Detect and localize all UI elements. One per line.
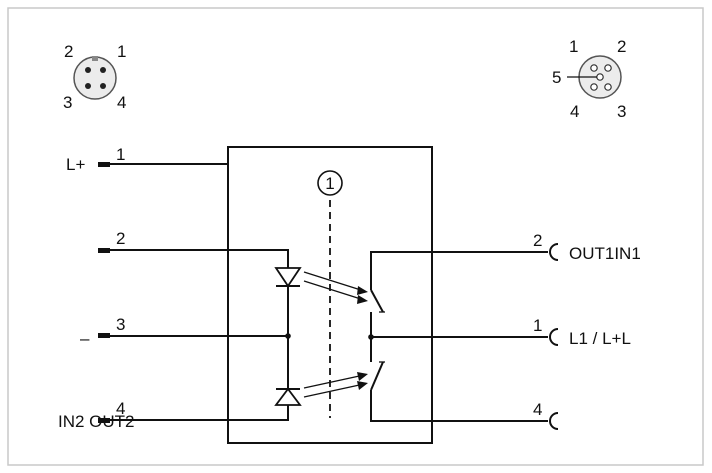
terminal-socket-icon bbox=[549, 243, 559, 261]
left-pin-number: 4 bbox=[116, 399, 125, 418]
signal-label-l1: L1 / L+L bbox=[569, 329, 631, 348]
connector-left-pin-label: 3 bbox=[63, 93, 72, 112]
connector-left-pin-label: 4 bbox=[117, 93, 126, 112]
connector-right-pin-label: 4 bbox=[570, 102, 579, 121]
right-pin-number: 1 bbox=[533, 316, 542, 335]
left-pin-number: 3 bbox=[116, 315, 125, 334]
terminal-socket-icon bbox=[549, 412, 559, 430]
connector-right-pin-label: 3 bbox=[617, 102, 626, 121]
switch-bottom-icon bbox=[370, 361, 384, 391]
callout-number: 1 bbox=[325, 174, 334, 193]
connector-left-pin-label: 2 bbox=[64, 42, 73, 61]
terminal-marker bbox=[98, 162, 110, 167]
wire-out1in1 bbox=[370, 251, 548, 290]
wire-pin4 bbox=[110, 405, 289, 421]
led-emitter-top-icon bbox=[274, 267, 302, 288]
switch-top-icon bbox=[370, 289, 384, 313]
wire-pin2 bbox=[110, 249, 289, 270]
left-pin-number: 2 bbox=[116, 229, 125, 248]
signal-label-in2-out2: IN2 OUT2 bbox=[58, 412, 135, 431]
right-pin-number: 4 bbox=[533, 400, 542, 419]
connector-5pin-icon bbox=[567, 55, 622, 99]
junction-dot bbox=[285, 333, 291, 339]
terminal-marker bbox=[98, 418, 110, 423]
signal-label-supply-minus: – bbox=[80, 329, 90, 348]
connector-4pin-icon bbox=[73, 56, 117, 100]
connector-right-pin-label: 5 bbox=[552, 68, 561, 87]
right-pin-number: 2 bbox=[533, 231, 542, 250]
terminal-socket-icon bbox=[549, 328, 559, 346]
connector-left-pin-label: 1 bbox=[117, 42, 126, 61]
wire-right-pin4 bbox=[370, 390, 548, 422]
left-pin-number: 1 bbox=[116, 145, 125, 164]
signal-label-out1in1: OUT1IN1 bbox=[569, 244, 641, 263]
callout-circle-icon bbox=[317, 170, 343, 196]
signal-label-supply-plus: L+ bbox=[66, 155, 85, 174]
terminal-marker bbox=[98, 248, 110, 253]
optical-arrows-bottom-icon bbox=[303, 372, 368, 398]
led-emitter-bottom-icon bbox=[274, 387, 302, 406]
terminal-marker bbox=[98, 333, 110, 338]
connector-right-pin-label: 2 bbox=[617, 37, 626, 56]
connector-right-pin-label: 1 bbox=[569, 37, 578, 56]
optical-arrows-top-icon bbox=[303, 271, 368, 304]
